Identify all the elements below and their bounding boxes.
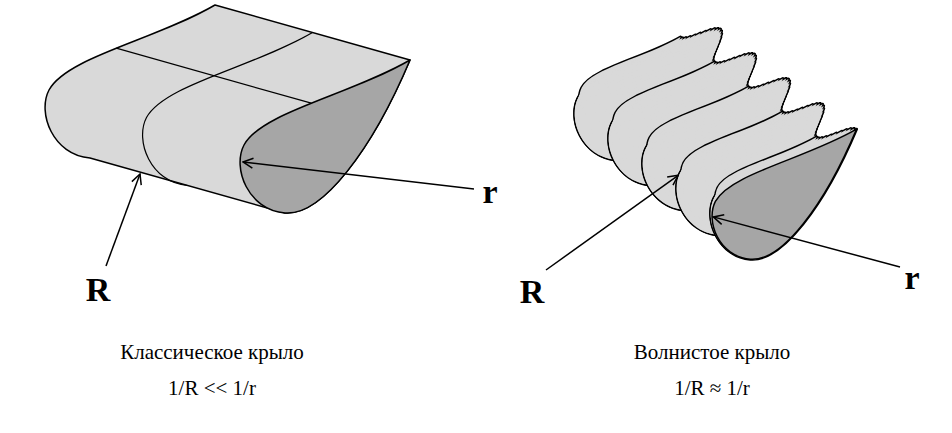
grid-line (116, 48, 311, 103)
caption-text: Волнистое крыло (634, 340, 791, 365)
wing-section (712, 129, 856, 259)
ridge-surface (712, 129, 856, 259)
radius-label: R (520, 273, 545, 311)
wing-ridge (711, 128, 857, 259)
formula-text: 1/R ≈ 1/r (674, 376, 750, 401)
leader-arrow (713, 217, 900, 267)
leader-arrow (106, 174, 140, 266)
wing-surface (45, 5, 410, 213)
radius-label: r (482, 173, 497, 211)
radius-label: r (904, 259, 919, 297)
ridge-outline (711, 128, 857, 259)
formula-text: 1/R << 1/r (168, 376, 256, 401)
leader-arrow (546, 175, 678, 270)
leader-arrow (243, 162, 474, 189)
classic-wing (45, 5, 474, 266)
caption-text: Классическое крыло (120, 340, 304, 365)
radius-label: R (86, 271, 111, 309)
ridge-fill (711, 128, 857, 259)
ridge-edge (712, 129, 856, 259)
wing-section (240, 60, 410, 213)
wavy-wing (546, 28, 900, 270)
